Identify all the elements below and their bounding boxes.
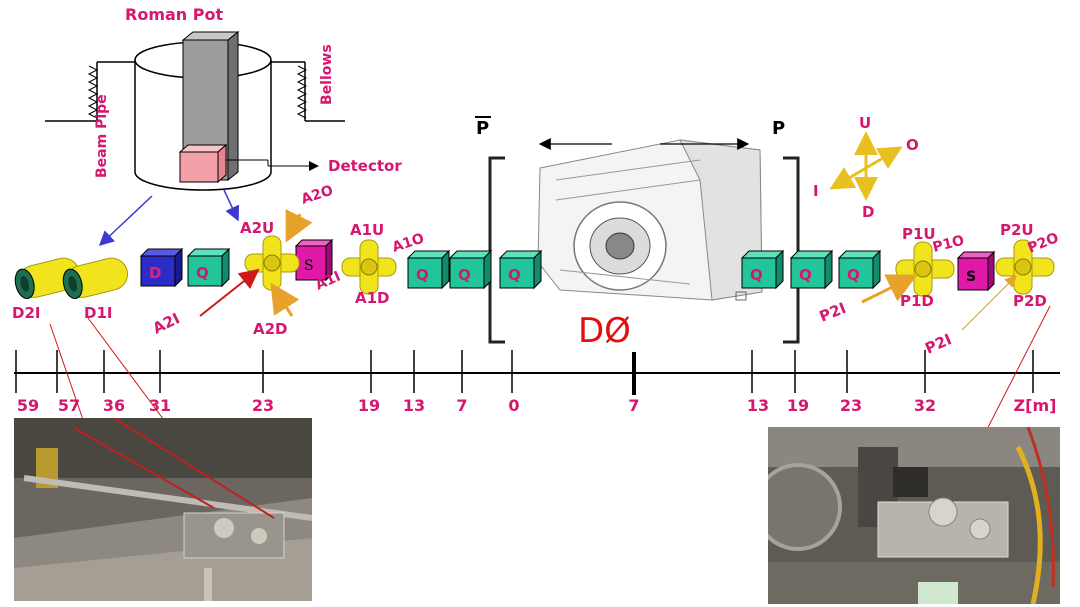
- axis-tick-label: 31: [149, 396, 171, 415]
- p2-down-label: P2D: [1013, 292, 1047, 310]
- z-axis: 59 57 36 31 23 19 13 7 0 7 13 19 23 32 Z[m]: [14, 350, 1060, 415]
- quad-3-label: Q: [458, 266, 471, 284]
- magnet-row: D Q Q Q Q: [139, 238, 996, 292]
- quad-7-label: Q: [847, 266, 860, 284]
- a1-down-label: A1D: [355, 289, 390, 307]
- bellows-label: Bellows: [319, 44, 335, 105]
- axis-tick-label: 23: [252, 396, 274, 415]
- compass: U O I D: [813, 114, 919, 221]
- axis-tick-label: 36: [103, 396, 125, 415]
- p-label: P: [772, 118, 785, 139]
- p1-down-label: P1D: [900, 292, 934, 310]
- axis-tick-label: 19: [358, 396, 380, 415]
- quad-5: Q: [740, 249, 785, 290]
- pot-station-p1: [895, 241, 955, 297]
- quad-1-label: Q: [196, 264, 209, 282]
- dipole-magnet-label: D: [149, 264, 161, 282]
- p2-in-label: P2I: [922, 330, 954, 357]
- d0-detector: P P DØ: [475, 116, 800, 351]
- axis-tick-label: 7: [456, 396, 467, 415]
- compass-up: U: [859, 114, 871, 132]
- axis-tick-label: 13: [747, 396, 769, 415]
- quad-1: Q: [186, 247, 231, 288]
- compass-out: O: [906, 136, 919, 154]
- axis-tick-label: 7: [628, 396, 639, 415]
- pot-station-a2: [244, 235, 300, 291]
- detector-label: Detector: [328, 157, 402, 175]
- a2-up-label: A2U: [240, 219, 274, 237]
- dipole-d1i-label: D1I: [84, 304, 112, 322]
- quad-5-label: Q: [750, 266, 763, 284]
- axis-tick-label: 19: [787, 396, 809, 415]
- p1-in-label: P2I: [817, 299, 849, 326]
- compass-down: D: [862, 203, 874, 221]
- pot-station-p2: [995, 239, 1055, 295]
- tunnel-photo-left: [14, 418, 312, 601]
- p1-up-label: P1U: [902, 225, 936, 243]
- pbar-label: P: [476, 118, 489, 139]
- quad-4-label: Q: [508, 266, 521, 284]
- p1-out-label: P1O: [931, 233, 966, 256]
- axis-tick-label: 23: [840, 396, 862, 415]
- axis-tick-label: 0: [508, 396, 519, 415]
- dipole-cylinders: D2I D1I: [12, 257, 129, 322]
- a1-up-label: A1U: [350, 221, 384, 239]
- quad-6-label: Q: [799, 266, 812, 284]
- axis-tick-label: 32: [914, 396, 936, 415]
- quad-2: Q: [406, 249, 451, 290]
- p2-up-label: P2U: [1000, 221, 1034, 239]
- separator-left-label: S: [304, 258, 314, 274]
- station-arrows: [199, 209, 1017, 331]
- a2-out-label: A2O: [299, 183, 335, 208]
- axis-tick-label: 59: [17, 396, 39, 415]
- tunnel-photo-right: [768, 427, 1060, 604]
- dipole-magnet: D: [139, 247, 184, 288]
- d0-label: DØ: [578, 311, 631, 351]
- a2-down-label: A2D: [253, 320, 288, 338]
- quad-7: Q: [837, 249, 882, 290]
- separator-right-label: S: [966, 269, 976, 285]
- separator-left: S: [294, 238, 334, 282]
- compass-in: I: [813, 182, 819, 200]
- axis-tick-label: 13: [403, 396, 425, 415]
- quad-2-label: Q: [416, 266, 429, 284]
- roman-pot-title: Roman Pot: [125, 5, 223, 24]
- axis-tick-label: Z[m]: [1014, 396, 1057, 415]
- quad-4: Q: [498, 249, 543, 290]
- pot-station-a1: [341, 239, 397, 295]
- quad-3: Q: [448, 249, 493, 290]
- separator-right: S: [956, 250, 996, 292]
- roman-pot-sketch: Roman Pot Detector Beam Pipe Bellows: [45, 5, 402, 247]
- axis-tick-label: 57: [58, 396, 80, 415]
- a2-in-label: A2I: [150, 309, 183, 337]
- dipole-d2i-label: D2I: [12, 304, 40, 322]
- beam-pipe-label: Beam Pipe: [94, 94, 110, 178]
- quad-6: Q: [789, 249, 834, 290]
